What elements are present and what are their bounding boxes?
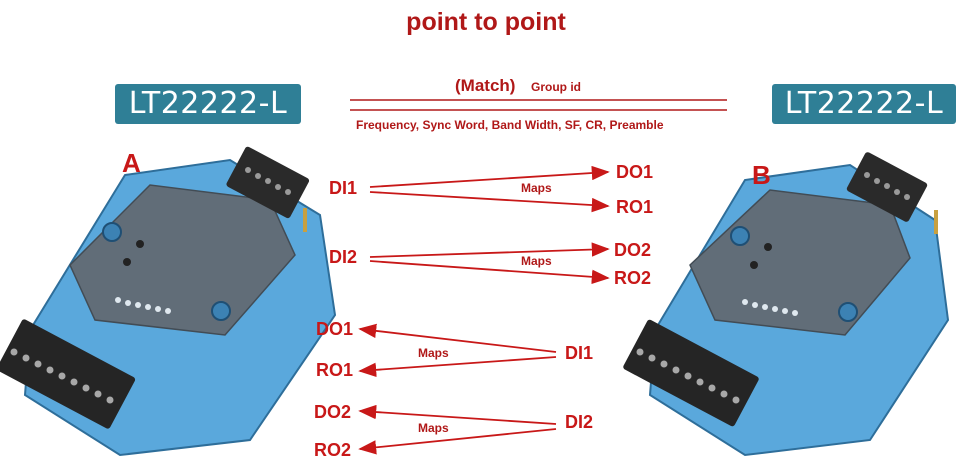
mapping-1-source: DI1 [329, 178, 358, 198]
arrow-di1-do1-reverse [358, 323, 557, 353]
mapping-3-target-do: DO1 [316, 319, 354, 339]
device-a-model-badge: LT22222-L [115, 84, 301, 124]
group-id-label: Group id [531, 80, 581, 94]
radio-params-label: Frequency, Sync Word, Band Width, SF, CR… [356, 118, 664, 132]
mapping-3-target-ro: RO1 [316, 360, 354, 380]
mapping-2-maps-label: Maps [521, 254, 552, 268]
mapping-1-maps-label: Maps [521, 181, 552, 195]
mapping-2-target-ro: RO2 [614, 268, 652, 288]
mapping-3-maps-label: Maps [418, 346, 449, 360]
arrow-di1-ro1 [369, 191, 610, 213]
arrow-di1-do1 [369, 165, 610, 188]
arrow-di2-ro2 [369, 260, 610, 285]
mapping-2-source: DI2 [329, 247, 358, 267]
mapping-1-target-do: DO1 [616, 162, 654, 182]
mapping-4-target-ro: RO2 [314, 440, 352, 460]
device-b-letter: B [752, 160, 771, 190]
mapping-2-target-do: DO2 [614, 240, 652, 260]
arrow-di2-do2-reverse [358, 404, 557, 425]
device-a-letter: A [122, 148, 141, 178]
device-b-model-badge: LT22222-L [772, 84, 956, 124]
page-title: point to point [406, 8, 566, 36]
mapping-4-source: DI2 [565, 412, 594, 432]
mapping-1-target-ro: RO1 [616, 197, 654, 217]
mapping-4-maps-label: Maps [418, 421, 449, 435]
mapping-4-target-do: DO2 [314, 402, 352, 422]
arrow-di2-do2 [369, 242, 610, 258]
arrow-di1-ro1-reverse [358, 356, 557, 378]
match-label: (Match) [455, 76, 516, 95]
mapping-3-source: DI1 [565, 343, 594, 363]
arrow-di2-ro2-reverse [358, 428, 557, 455]
